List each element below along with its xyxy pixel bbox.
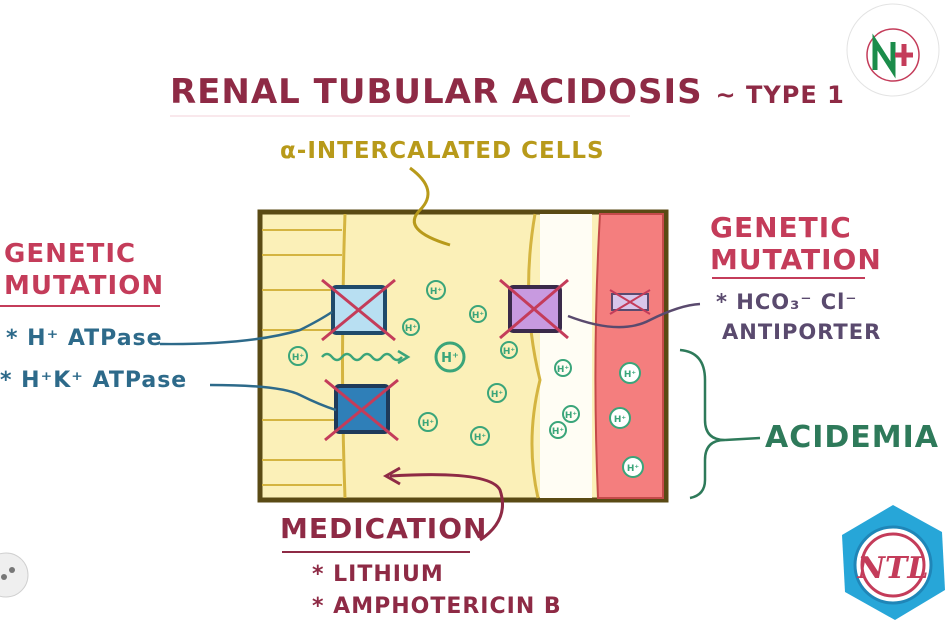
svg-text:H⁺: H⁺ xyxy=(292,353,305,363)
antiporter-label-line1: * HCO₃⁻ Cl⁻ xyxy=(716,290,858,314)
hk-atpase-pump xyxy=(324,378,399,442)
acidemia-pointer xyxy=(724,436,761,442)
ion: H⁺ xyxy=(562,405,580,423)
ion: H⁺ xyxy=(619,362,641,384)
ion: H⁺ xyxy=(500,341,518,359)
medication-item-lithium: * LITHIUM xyxy=(312,562,444,587)
svg-text:H⁺: H⁺ xyxy=(552,427,565,437)
right-mutation-line2: MUTATION xyxy=(710,243,882,276)
antiporter-label-line2: ANTIPORTER xyxy=(722,320,882,344)
atpase-pointer xyxy=(159,310,333,346)
svg-text:H⁺: H⁺ xyxy=(422,419,435,429)
ion: H⁺ xyxy=(609,407,631,429)
left-mutation-line1: GENETIC xyxy=(4,239,137,269)
pharmacy-logo xyxy=(846,3,940,97)
antiporter-pointer xyxy=(567,302,701,329)
title-suffix: ~ TYPE 1 xyxy=(715,81,845,109)
left-mutation-line2: MUTATION xyxy=(4,271,165,301)
left-edge-button[interactable] xyxy=(0,552,29,598)
ntl-logo: NTL xyxy=(842,505,945,620)
h-atpase-label: * H⁺ ATPase xyxy=(6,326,163,351)
svg-text:H⁺: H⁺ xyxy=(565,411,578,421)
svg-text:H⁺: H⁺ xyxy=(474,433,487,443)
interstitium xyxy=(540,214,592,498)
medication-item-amphotericin: * AMPHOTERICIN B xyxy=(312,594,562,619)
ion: H⁺ xyxy=(554,359,572,377)
ion: H⁺ xyxy=(426,280,446,300)
left-genetic-mutation: GENETIC MUTATION xyxy=(4,238,164,302)
blood-vessel xyxy=(594,213,664,499)
h-atpase-pump xyxy=(321,278,396,342)
title-text: RENAL TUBULAR ACIDOSIS xyxy=(170,72,703,112)
ion-group: H⁺ H⁺ H⁺ H⁺ H⁺ H⁺ H⁺ H⁺ H⁺ H⁺ H⁺ H⁺ H⁺ H… xyxy=(288,280,644,478)
ion: H⁺ xyxy=(622,456,644,478)
ion: H⁺ xyxy=(470,426,490,446)
cells-pointer xyxy=(409,166,451,247)
ion: H⁺ xyxy=(487,383,507,403)
acidemia-label: ACIDEMIA xyxy=(765,420,940,455)
hk-atpase-label: * H⁺K⁺ ATPase xyxy=(0,368,188,393)
wavy-arrow xyxy=(321,352,403,362)
antiporter-pump xyxy=(499,278,569,340)
right-genetic-mutation: GENETIC MUTATION xyxy=(710,212,882,276)
svg-text:H⁺: H⁺ xyxy=(430,287,443,297)
hco3-chip xyxy=(609,289,651,315)
svg-text:H⁺: H⁺ xyxy=(491,390,504,400)
acidemia-bracket xyxy=(679,348,726,500)
svg-text:H⁺: H⁺ xyxy=(614,415,627,425)
ion: H⁺ xyxy=(434,341,466,373)
right-mutation-line1: GENETIC xyxy=(710,211,852,244)
svg-text:H⁺: H⁺ xyxy=(405,324,418,334)
medication-title: MEDICATION xyxy=(280,512,488,545)
svg-text:H⁺: H⁺ xyxy=(557,365,570,375)
svg-text:H⁺: H⁺ xyxy=(441,351,459,366)
diagram-title: RENAL TUBULAR ACIDOSIS ~ TYPE 1 xyxy=(170,72,845,112)
medication-arrow xyxy=(389,473,504,542)
hk-pointer xyxy=(209,383,337,412)
svg-text:H⁺: H⁺ xyxy=(624,370,637,380)
medication-arrow-head xyxy=(382,466,401,486)
ion: H⁺ xyxy=(418,412,438,432)
svg-text:H⁺: H⁺ xyxy=(503,347,516,357)
cells-label: α-INTERCALATED CELLS xyxy=(280,138,605,164)
wavy-arrow-head xyxy=(397,349,411,365)
svg-text:H⁺: H⁺ xyxy=(472,311,485,321)
ion: H⁺ xyxy=(549,421,567,439)
svg-text:H⁺: H⁺ xyxy=(627,464,640,474)
ion: H⁺ xyxy=(469,305,487,323)
ion: H⁺ xyxy=(288,346,308,366)
basolateral-membrane xyxy=(527,213,542,499)
ion: H⁺ xyxy=(402,318,420,336)
svg-text:NTL: NTL xyxy=(857,551,929,586)
